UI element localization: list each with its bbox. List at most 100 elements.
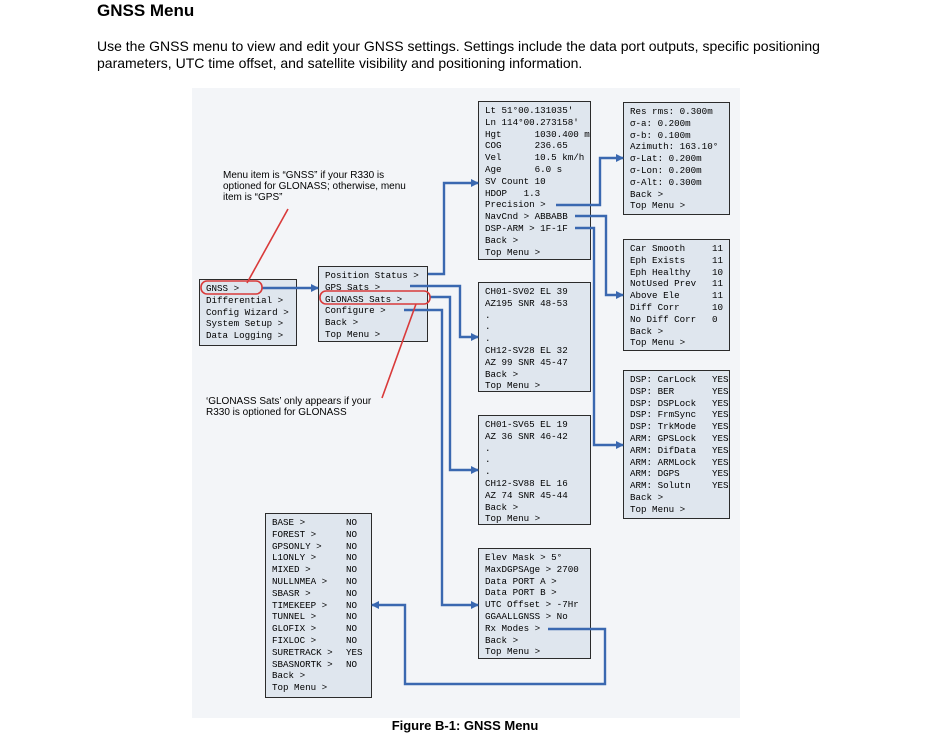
glonass-sats-line: Back > xyxy=(485,501,519,513)
glonass-sats-line: . xyxy=(485,466,491,478)
gnss-menu-item: Configure > xyxy=(325,305,386,317)
dsp-arm-line-label: ARM: GPSLock xyxy=(630,432,697,444)
glonass-note: ‘GLONASS Sats’ only appears if your R330… xyxy=(206,396,372,418)
gps-sats-line: . xyxy=(485,309,491,321)
dsp-arm-line-value: YES xyxy=(712,374,729,385)
rx-mode-item: MIXED >NO xyxy=(272,564,365,576)
gps-sats-line: . xyxy=(485,321,491,333)
gnss-highlight xyxy=(200,280,263,295)
rx-mode-item-value: NO xyxy=(346,587,358,599)
dsp-arm-line-label: DSP: BER xyxy=(630,385,675,397)
rx-mode-item: NULLNMEA >NO xyxy=(272,576,365,588)
navcnd-line-label: Diff Corr xyxy=(630,301,680,313)
rx-mode-item-label: FIXLOC > xyxy=(272,634,317,646)
dsp-arm-line-label: ARM: Solutn xyxy=(630,480,691,492)
rx-mode-item: Back > xyxy=(272,670,365,682)
rx-mode-item-value: NO xyxy=(346,564,358,576)
gnss-menu-item: Position Status > xyxy=(325,270,419,281)
precision-line: σ-a: 0.200m xyxy=(630,117,691,129)
configure-item: Rx Modes > xyxy=(485,622,541,634)
position-status-line: Vel 10.5 km/h xyxy=(485,152,585,164)
rx-mode-item-label: SBASR > xyxy=(272,587,311,599)
rx-mode-item-label: TIMEKEEP > xyxy=(272,599,328,611)
dsp-arm-line-label: ARM: ARMLock xyxy=(630,456,697,468)
gnss-menu-item: Top Menu > xyxy=(325,328,381,340)
rx-mode-item-label: BASE > xyxy=(272,517,306,528)
gps-sats-line: Top Menu > xyxy=(485,380,541,392)
rx-mode-item: FOREST >NO xyxy=(272,529,365,541)
navcnd-line-value: 11 xyxy=(712,254,724,266)
navcnd-line-value: 11 xyxy=(712,243,724,254)
page-title: GNSS Menu xyxy=(97,1,195,20)
dsp-arm-line-label: DSP: DSPLock xyxy=(630,397,697,409)
dsp-arm-line-value: YES xyxy=(712,397,729,409)
rx-mode-item: SBASR > NO xyxy=(272,588,365,600)
glonass-sats-line: AZ 74 SNR 45-44 xyxy=(485,489,568,501)
main-menu-item: Data Logging > xyxy=(206,330,284,342)
precision-line: Res rms: 0.300m xyxy=(630,106,713,117)
navcnd-line-label: Eph Healthy xyxy=(630,266,691,278)
arrow-navcnd xyxy=(575,214,624,299)
rx-mode-item: FIXLOC >NO xyxy=(272,635,365,647)
rx-mode-item-label: NULLNMEA > xyxy=(272,575,328,587)
dsp-arm-line: ARM: Solutn YES xyxy=(630,480,729,492)
dsp-arm-line-value: YES xyxy=(712,409,729,421)
dsp-arm-line-value: YES xyxy=(712,480,729,492)
rx-mode-item: Top Menu > xyxy=(272,682,365,694)
gps-sats-line: Back > xyxy=(485,368,519,380)
navcnd-line: Top Menu > xyxy=(630,337,723,349)
gps-sats-line: CH12-SV28 EL 32 xyxy=(485,344,568,356)
arrow-gps-sats xyxy=(410,284,479,341)
arrow-glonass-sats xyxy=(430,295,479,474)
dsp-arm-line: Top Menu > xyxy=(630,504,723,516)
dsp-arm-line-label: DSP: FrmSync xyxy=(630,409,697,421)
configure-item: Elev Mask > 5° xyxy=(485,552,563,563)
rx-mode-item: SURETRACK >YES xyxy=(272,647,365,659)
gnss-callout-line xyxy=(246,208,289,284)
glonass-sats-line: . xyxy=(485,442,491,454)
rx-mode-item: L1ONLY >NO xyxy=(272,552,365,564)
dsp-arm-line: ARM: DifData YES xyxy=(630,444,729,457)
dsp-arm-line-label: ARM: DifData xyxy=(630,444,697,456)
main-menu-box: GNSS >Differential >Config Wizard >Syste… xyxy=(199,279,297,346)
navcnd-line-label: NotUsed Prev xyxy=(630,278,697,290)
gps-sats-line: AZ 99 SNR 45-47 xyxy=(485,356,568,368)
arrow-rx-modes xyxy=(371,601,607,686)
gnss-menu-item: GPS Sats > xyxy=(325,281,381,293)
dsp-arm-line-label: ARM: DGPS xyxy=(630,468,680,480)
position-status-line: Lt 51°00.131035' xyxy=(485,105,574,116)
position-status-line: DSP-ARM > 1F-1F xyxy=(485,222,568,234)
arrow-configure xyxy=(404,308,479,609)
position-status-line: NavCnd > ABBABB xyxy=(485,211,568,223)
precision-line: σ-Lon: 0.200m xyxy=(630,164,702,176)
configure-item: GGAALLGNSS > No xyxy=(485,610,568,622)
position-status-line: COG 236.65 xyxy=(485,140,568,152)
rx-mode-item: GPSONLY >NO xyxy=(272,541,365,553)
navcnd-line-value: 11 xyxy=(712,290,724,302)
dsp-arm-line-label: Top Menu > xyxy=(630,503,686,515)
glonass-sats-line: Top Menu > xyxy=(485,513,541,525)
glonass-sats-line: CH12-SV88 EL 16 xyxy=(485,477,568,489)
dsp-arm-line-value: YES xyxy=(712,421,729,433)
rx-mode-item: TIMEKEEP >NO xyxy=(272,600,365,612)
dsp-arm-line-value: YES xyxy=(712,444,729,456)
precision-line: σ-Lat: 0.200m xyxy=(630,153,702,165)
rx-mode-item-value: NO xyxy=(346,623,358,635)
glonass-sats-line: . xyxy=(485,454,491,466)
main-menu-item: GNSS > xyxy=(206,283,240,294)
navcnd-line-value: 0 xyxy=(712,313,718,325)
rx-mode-item-value: NO xyxy=(346,517,358,528)
position-status-box: Lt 51°00.131035'Ln 114°00.273158'Hgt 103… xyxy=(478,101,591,260)
rx-mode-item-value: NO xyxy=(346,528,358,540)
